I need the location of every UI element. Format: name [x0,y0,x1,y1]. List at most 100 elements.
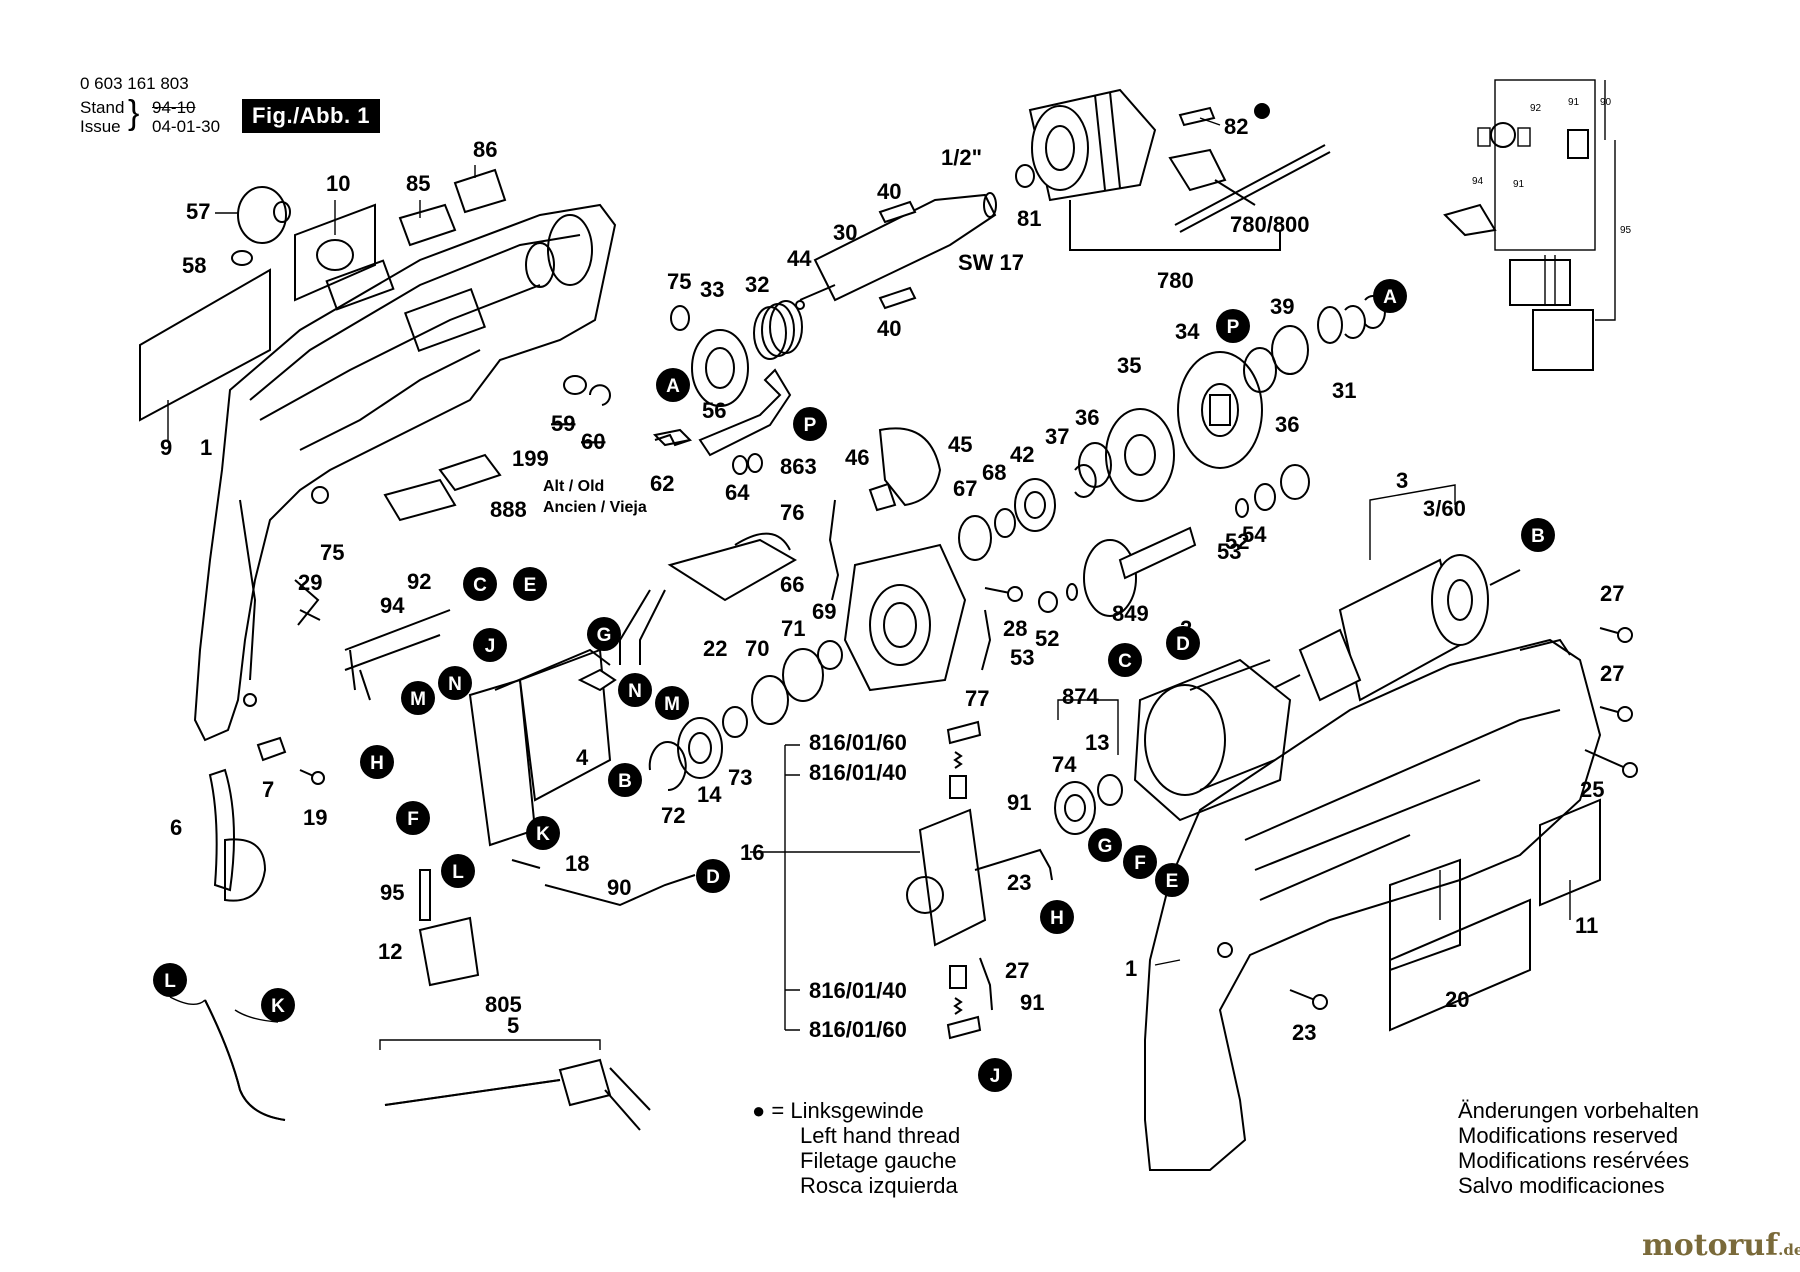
label-half-inch: 1/2" [941,145,982,170]
tag-86 [453,168,507,214]
legend-line-4: Rosca izquierda [800,1173,958,1198]
connector-A: A [666,376,680,397]
label-13: 13 [1085,730,1109,755]
legend-line-3: Filetage gauche [800,1148,957,1173]
brand-name: motoruf [1642,1228,1779,1263]
wire-94: 94 [1472,176,1484,187]
label-6: 6 [170,815,182,840]
label-66: 66 [780,572,804,597]
stand-label: Stand [80,98,125,117]
connector-M: M [664,694,680,715]
label-54: 54 [1242,522,1267,547]
label-4: 4 [576,745,589,770]
label-23-bottom: 23 [1292,1020,1316,1045]
connector-C: C [1118,651,1132,672]
wire-90: 90 [1600,97,1612,108]
connector-M: M [410,689,426,710]
connector-B: B [618,771,632,792]
armature-3 [1269,554,1521,702]
connector-H: H [370,753,384,774]
label-sw17: SW 17 [958,250,1024,275]
label-91-top: 91 [1007,790,1031,815]
label-68: 68 [982,460,1006,485]
label-34: 34 [1175,319,1200,344]
label-27-mid: 27 [1005,958,1029,983]
label-20: 20 [1445,987,1469,1012]
connector-J: J [990,1066,1001,1087]
legend-block: ● = Linksgewinde Left hand thread Fileta… [752,1098,960,1198]
connector-D: D [706,867,720,888]
label-22: 22 [703,636,727,661]
connector-K: K [536,824,550,845]
legend-line-1: = Linksgewinde [771,1098,924,1123]
label-780-800: 780/800 [1230,212,1310,237]
issue-date: 04-01-30 [152,117,221,136]
label-874: 874 [1062,684,1099,709]
wire-95: 95 [1620,225,1632,236]
label-29: 29 [298,570,322,595]
label-1-left: 1 [200,435,212,460]
label-12: 12 [378,939,402,964]
label-95: 95 [380,880,404,905]
connector-C: C [473,575,487,596]
legend-line-2: Left hand thread [800,1123,961,1148]
label-849: 849 [1112,601,1149,626]
connector-L: L [452,862,464,883]
label-5: 5 [507,1013,519,1038]
connector-F: F [1134,853,1146,874]
label-60: 60 [581,429,605,454]
label-67: 67 [953,476,977,501]
connector-A: A [1383,287,1397,308]
label-27-top: 27 [1600,581,1624,606]
label-36: 36 [1075,405,1099,430]
mod-line-3: Modifications resérvées [1458,1148,1690,1173]
label-44: 44 [787,246,812,271]
alt-old-label: Alt / Old [543,478,604,495]
mod-line-4: Salvo modificaciones [1458,1173,1665,1198]
label-816-01-60-bottom: 816/01/60 [809,1017,907,1042]
wiring-schematic [1443,79,1616,371]
label-25: 25 [1580,777,1604,802]
label-18: 18 [565,851,589,876]
label-53: 53 [1010,645,1034,670]
connector-K: K [271,996,285,1017]
label-plate-9 [139,268,271,422]
gear-35 [1105,408,1175,502]
connector-N: N [628,681,642,702]
issue-label: Issue [80,117,121,136]
brush-holder-16 [906,720,987,1040]
label-59: 59 [551,411,575,436]
label-77: 77 [965,686,989,711]
label-85: 85 [406,171,430,196]
label-863: 863 [780,454,817,479]
label-92: 92 [407,569,431,594]
label-11: 11 [1575,913,1598,938]
wire-91b: 91 [1513,179,1525,190]
label-76: 76 [780,500,804,525]
label-46: 46 [845,445,869,470]
brace: } [128,94,140,132]
gear-34 [1177,351,1263,469]
label-52-top: 52 [1225,529,1249,554]
ancien-vieja-label: Ancien / Vieja [543,499,647,516]
label-805: 805 [485,992,522,1017]
label-91-bottom: 91 [1020,990,1044,1015]
label-75-left: 75 [320,540,344,565]
label-plate-10 [294,203,376,302]
label-39: 39 [1270,294,1294,319]
label-70: 70 [745,636,769,661]
label-56: 56 [702,398,726,423]
label-816-01-60-top: 816/01/60 [809,730,907,755]
label-780: 780 [1157,268,1194,293]
label-888: 888 [490,497,527,522]
label-82: 82 [1224,114,1248,139]
wire-92: 92 [1530,103,1542,114]
label-10: 10 [326,171,350,196]
label-40-bottom: 40 [877,316,901,341]
label-73: 73 [728,765,752,790]
label-62: 62 [650,471,674,496]
connector-P: P [804,415,817,436]
housing-right [1144,638,1602,1171]
label-53-top: 53 [1217,539,1241,564]
label-36-right: 36 [1275,412,1299,437]
